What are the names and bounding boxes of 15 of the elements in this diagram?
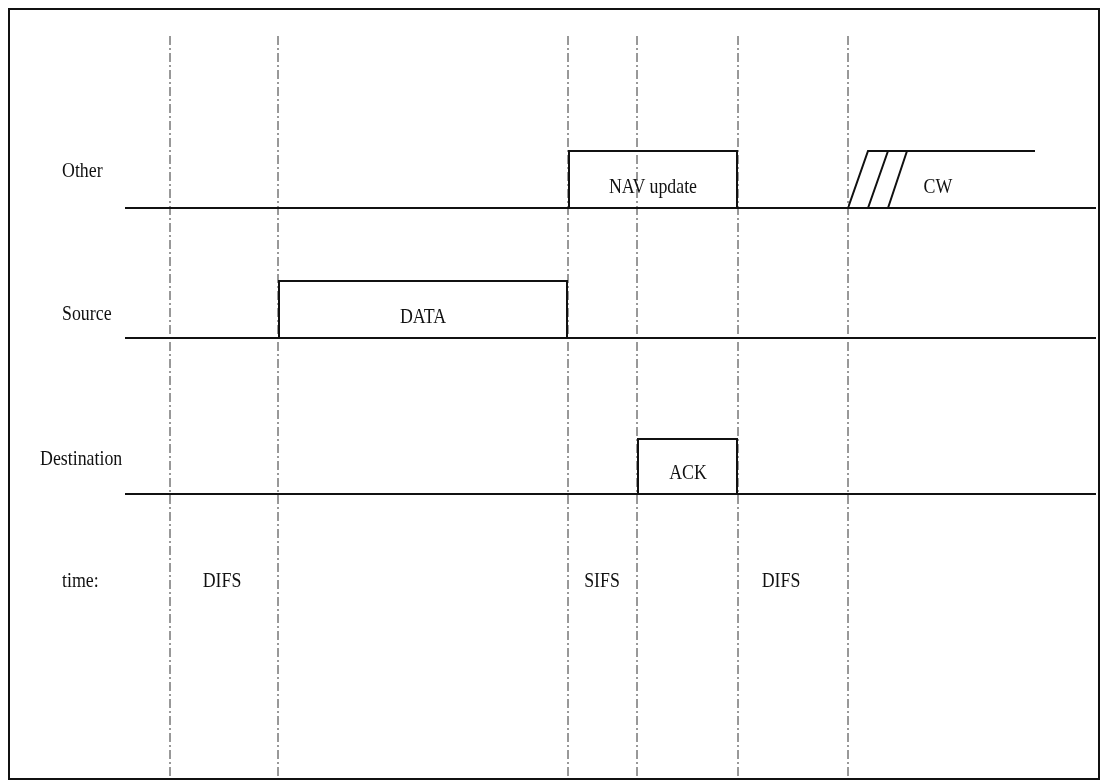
pulse-label: CW bbox=[923, 173, 953, 199]
contention-window-pulse bbox=[848, 150, 1035, 208]
ack-pulse bbox=[637, 438, 738, 494]
row-label: Destination bbox=[40, 445, 123, 471]
pulse-label: ACK bbox=[668, 459, 707, 485]
row-label: Other bbox=[62, 157, 103, 183]
row-label: time: bbox=[62, 567, 99, 593]
interval-label: DIFS bbox=[202, 567, 242, 593]
nav-update-pulse bbox=[568, 150, 738, 208]
data-pulse bbox=[278, 280, 568, 338]
row-label: Source bbox=[62, 300, 112, 326]
pulse-label: NAV update bbox=[608, 173, 698, 199]
interval-label: DIFS bbox=[761, 567, 801, 593]
interval-label: SIFS bbox=[584, 567, 620, 593]
pulse-label: DATA bbox=[399, 303, 447, 329]
